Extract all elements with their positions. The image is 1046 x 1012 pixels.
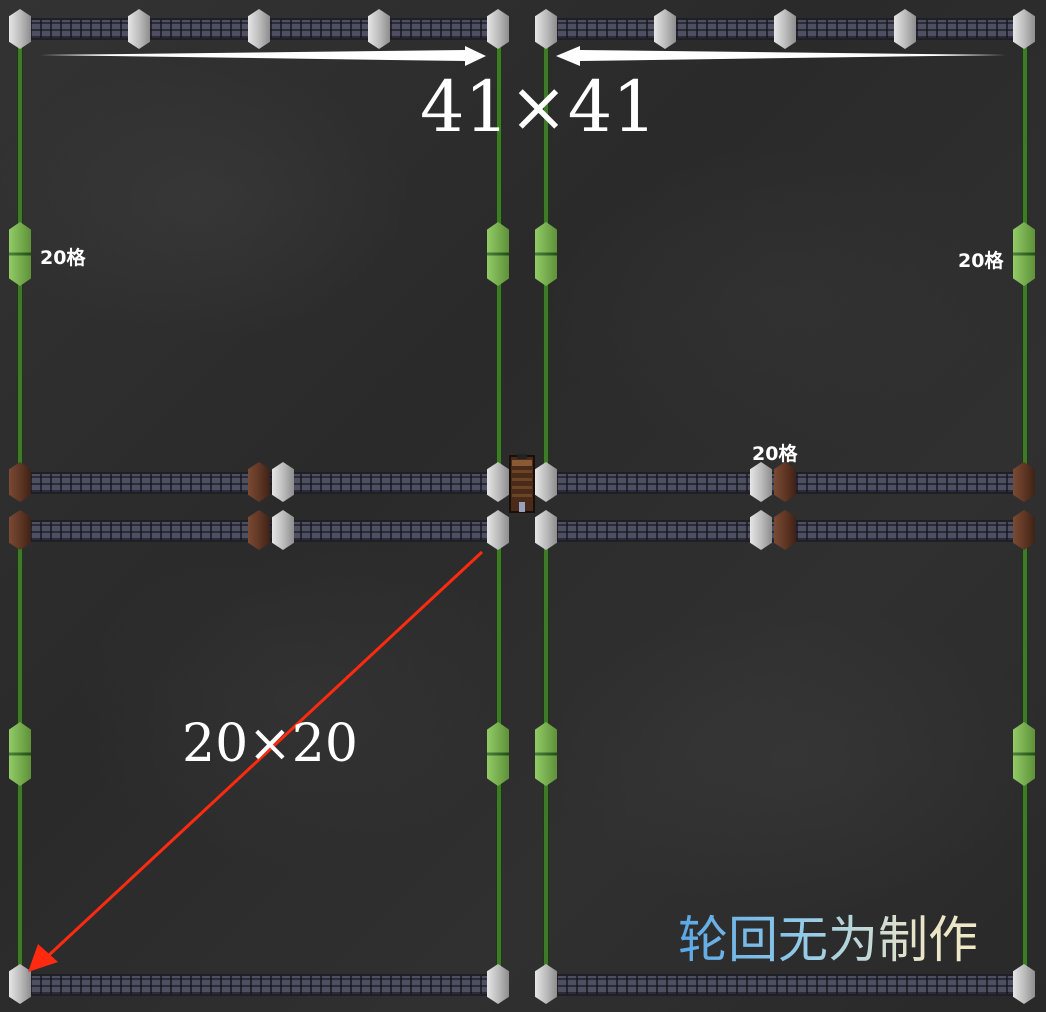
wooden-door-icon (9, 462, 31, 502)
stone-pillar-icon (654, 9, 676, 49)
author-credit: 轮回无为制作 (678, 900, 978, 972)
green-pillar-icon (1013, 222, 1035, 286)
stone-pillar-icon (272, 462, 294, 502)
stone-pillar-icon (535, 510, 557, 550)
stone-pillar-icon (750, 510, 772, 550)
stone-pillar-icon (487, 462, 509, 502)
green-pillar-icon (535, 722, 557, 786)
stone-pillar-icon (9, 964, 31, 1004)
cell-count-label-left: 20格 (40, 247, 86, 269)
stone-pillar-icon (9, 9, 31, 49)
green-pillar-icon (1013, 722, 1035, 786)
cell-count-label-right: 20格 (958, 250, 1004, 272)
stone-pillar-icon (1013, 9, 1035, 49)
big-size-label: 41×41 (420, 66, 657, 148)
stone-pillar-icon (894, 9, 916, 49)
stone-pillar-icon (128, 9, 150, 49)
red-arrow-icon (28, 550, 484, 972)
green-pillar-icon (487, 222, 509, 286)
white-arrow-icon (556, 46, 1006, 66)
wooden-door-icon (9, 510, 31, 550)
stone-pillar-icon (1013, 964, 1035, 1004)
stone-pillar-icon (272, 510, 294, 550)
green-pillar-icon (535, 222, 557, 286)
green-pillar-icon (9, 722, 31, 786)
wooden-door-icon (774, 510, 796, 550)
green-pillar-icon (487, 722, 509, 786)
wooden-door-icon (1013, 462, 1035, 502)
bottom-right-stone-wall (546, 974, 1026, 996)
small-size-label: 20×20 (182, 714, 358, 774)
white-arrow-icon (40, 46, 486, 66)
green-pillar-icon (9, 222, 31, 286)
stone-pillar-icon (487, 9, 509, 49)
stone-pillar-icon (535, 9, 557, 49)
stone-pillar-icon (487, 510, 509, 550)
gate-icon (508, 454, 536, 516)
wooden-door-icon (248, 510, 270, 550)
stone-pillar-icon (487, 964, 509, 1004)
stone-pillar-icon (535, 462, 557, 502)
cell-count-label-middle: 20格 (752, 443, 798, 465)
stone-pillar-icon (248, 9, 270, 49)
stone-pillar-icon (774, 9, 796, 49)
bottom-left-stone-wall (20, 974, 500, 996)
stone-pillar-icon (535, 964, 557, 1004)
stone-pillar-icon (750, 462, 772, 502)
stone-pillar-icon (368, 9, 390, 49)
wooden-door-icon (1013, 510, 1035, 550)
wooden-door-icon (248, 462, 270, 502)
wooden-door-icon (774, 462, 796, 502)
